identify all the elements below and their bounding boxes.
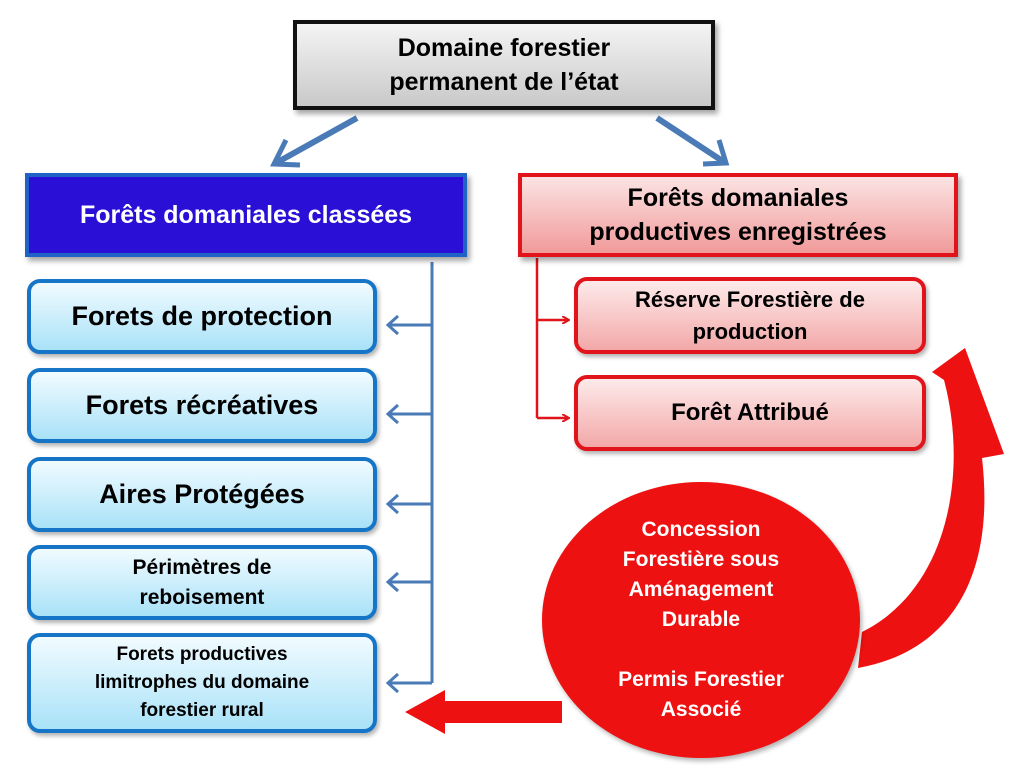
circle-line-1: Concession <box>641 518 761 541</box>
red-connector <box>535 258 568 418</box>
item-foret-attribue: Forêt Attribué <box>574 375 926 451</box>
circle-line-5: Permis Forestier <box>618 668 784 691</box>
item-label: Forets de protection <box>71 301 333 331</box>
domaine-line-2: permanent de l’état <box>389 68 619 96</box>
circle-line-4: Durable <box>661 608 741 631</box>
item-label: Forêt Attribué <box>671 399 829 426</box>
top-left-arrow <box>270 115 359 168</box>
item-forets-recreatives: Forets récréatives <box>27 368 377 443</box>
item-forets-productives-limitrophes: Forets productives limitrophes du domain… <box>27 633 377 733</box>
item-label-line-2: reboisement <box>139 585 265 609</box>
circle-line-2: Forestière sous <box>622 548 780 571</box>
item-label-line-1: Réserve Forestière de <box>635 286 865 312</box>
domaine-line-1: Domaine forestier <box>397 34 611 62</box>
forets-enregistrees-box: Forêts domaniales productives enregistré… <box>518 173 958 257</box>
red-block-arrow <box>405 690 562 734</box>
item-aires-protegees: Aires Protégées <box>27 457 377 532</box>
item-label-line-3: forestier rural <box>140 700 264 721</box>
enregistrees-line-2: productives enregistrées <box>589 218 887 246</box>
item-perimetres-reboisement: Périmètres de reboisement <box>27 545 377 620</box>
enregistrees-line-1: Forêts domaniales <box>627 184 849 212</box>
circle-line-3: Aménagement <box>628 578 774 601</box>
item-reserve-forestiere: Réserve Forestière de production <box>574 277 926 354</box>
item-label-line-1: Forets productives <box>116 644 288 665</box>
item-label-line-2: production <box>692 318 808 344</box>
curved-red-arrow <box>858 348 1004 668</box>
domaine-forestier-box: Domaine forestier permanent de l’état <box>293 20 715 110</box>
item-label-line-1: Périmètres de <box>132 555 272 579</box>
blue-connector <box>385 262 434 694</box>
forets-classees-box: Forêts domaniales classées <box>25 173 467 257</box>
concession-circle: Concession Forestière sous Aménagement D… <box>542 482 860 758</box>
forets-classees-title: Forêts domaniales classées <box>79 200 413 229</box>
item-label-line-2: limitrophes du domaine <box>94 672 310 693</box>
item-label: Aires Protégées <box>99 479 305 509</box>
item-label: Forets récréatives <box>85 390 319 420</box>
item-forets-protection: Forets de protection <box>27 279 377 354</box>
circle-line-6: Associé <box>660 698 742 721</box>
top-right-arrow <box>655 115 730 167</box>
